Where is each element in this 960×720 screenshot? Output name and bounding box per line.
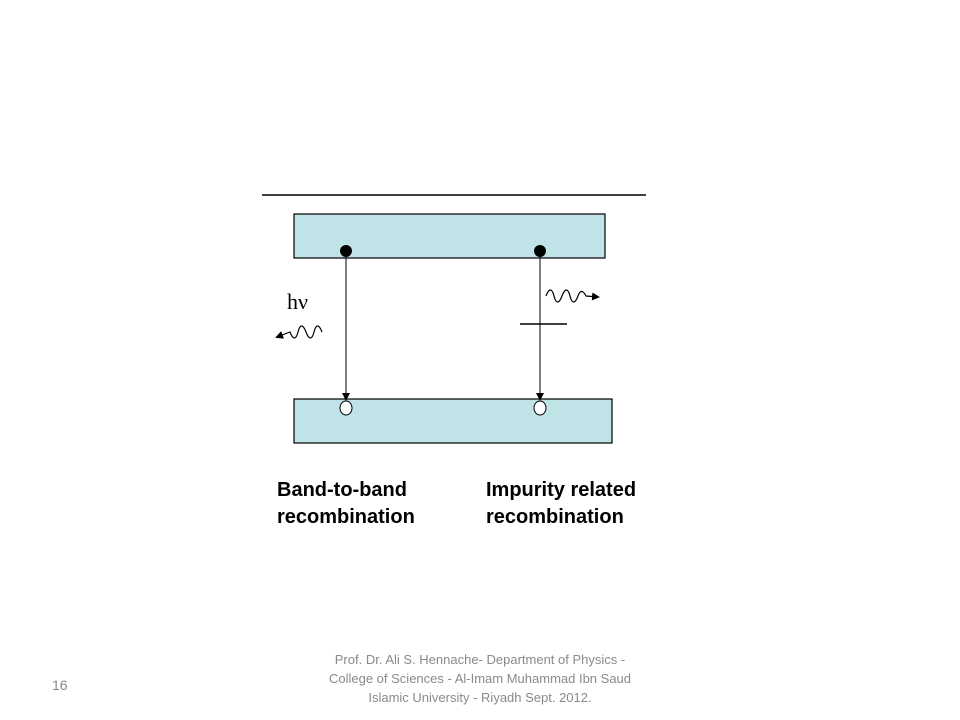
left-caption-line-2: recombination [277,506,415,528]
slide-number: 16 [52,677,68,693]
right-caption-line-1: Impurity related [486,479,636,501]
right-caption-line-2: recombination [486,506,624,528]
emission-wave-right [545,289,600,303]
footer-credit: Prof. Dr. Ali S. Hennache- Department of… [328,652,632,705]
electron-right [534,245,546,257]
photon-label: hν [287,289,308,314]
electron-left [340,245,352,257]
left-caption-line-1: Band-to-band [277,479,407,501]
photon-wave-left [275,325,323,339]
hole-right [533,400,547,416]
hole-left [339,400,353,416]
